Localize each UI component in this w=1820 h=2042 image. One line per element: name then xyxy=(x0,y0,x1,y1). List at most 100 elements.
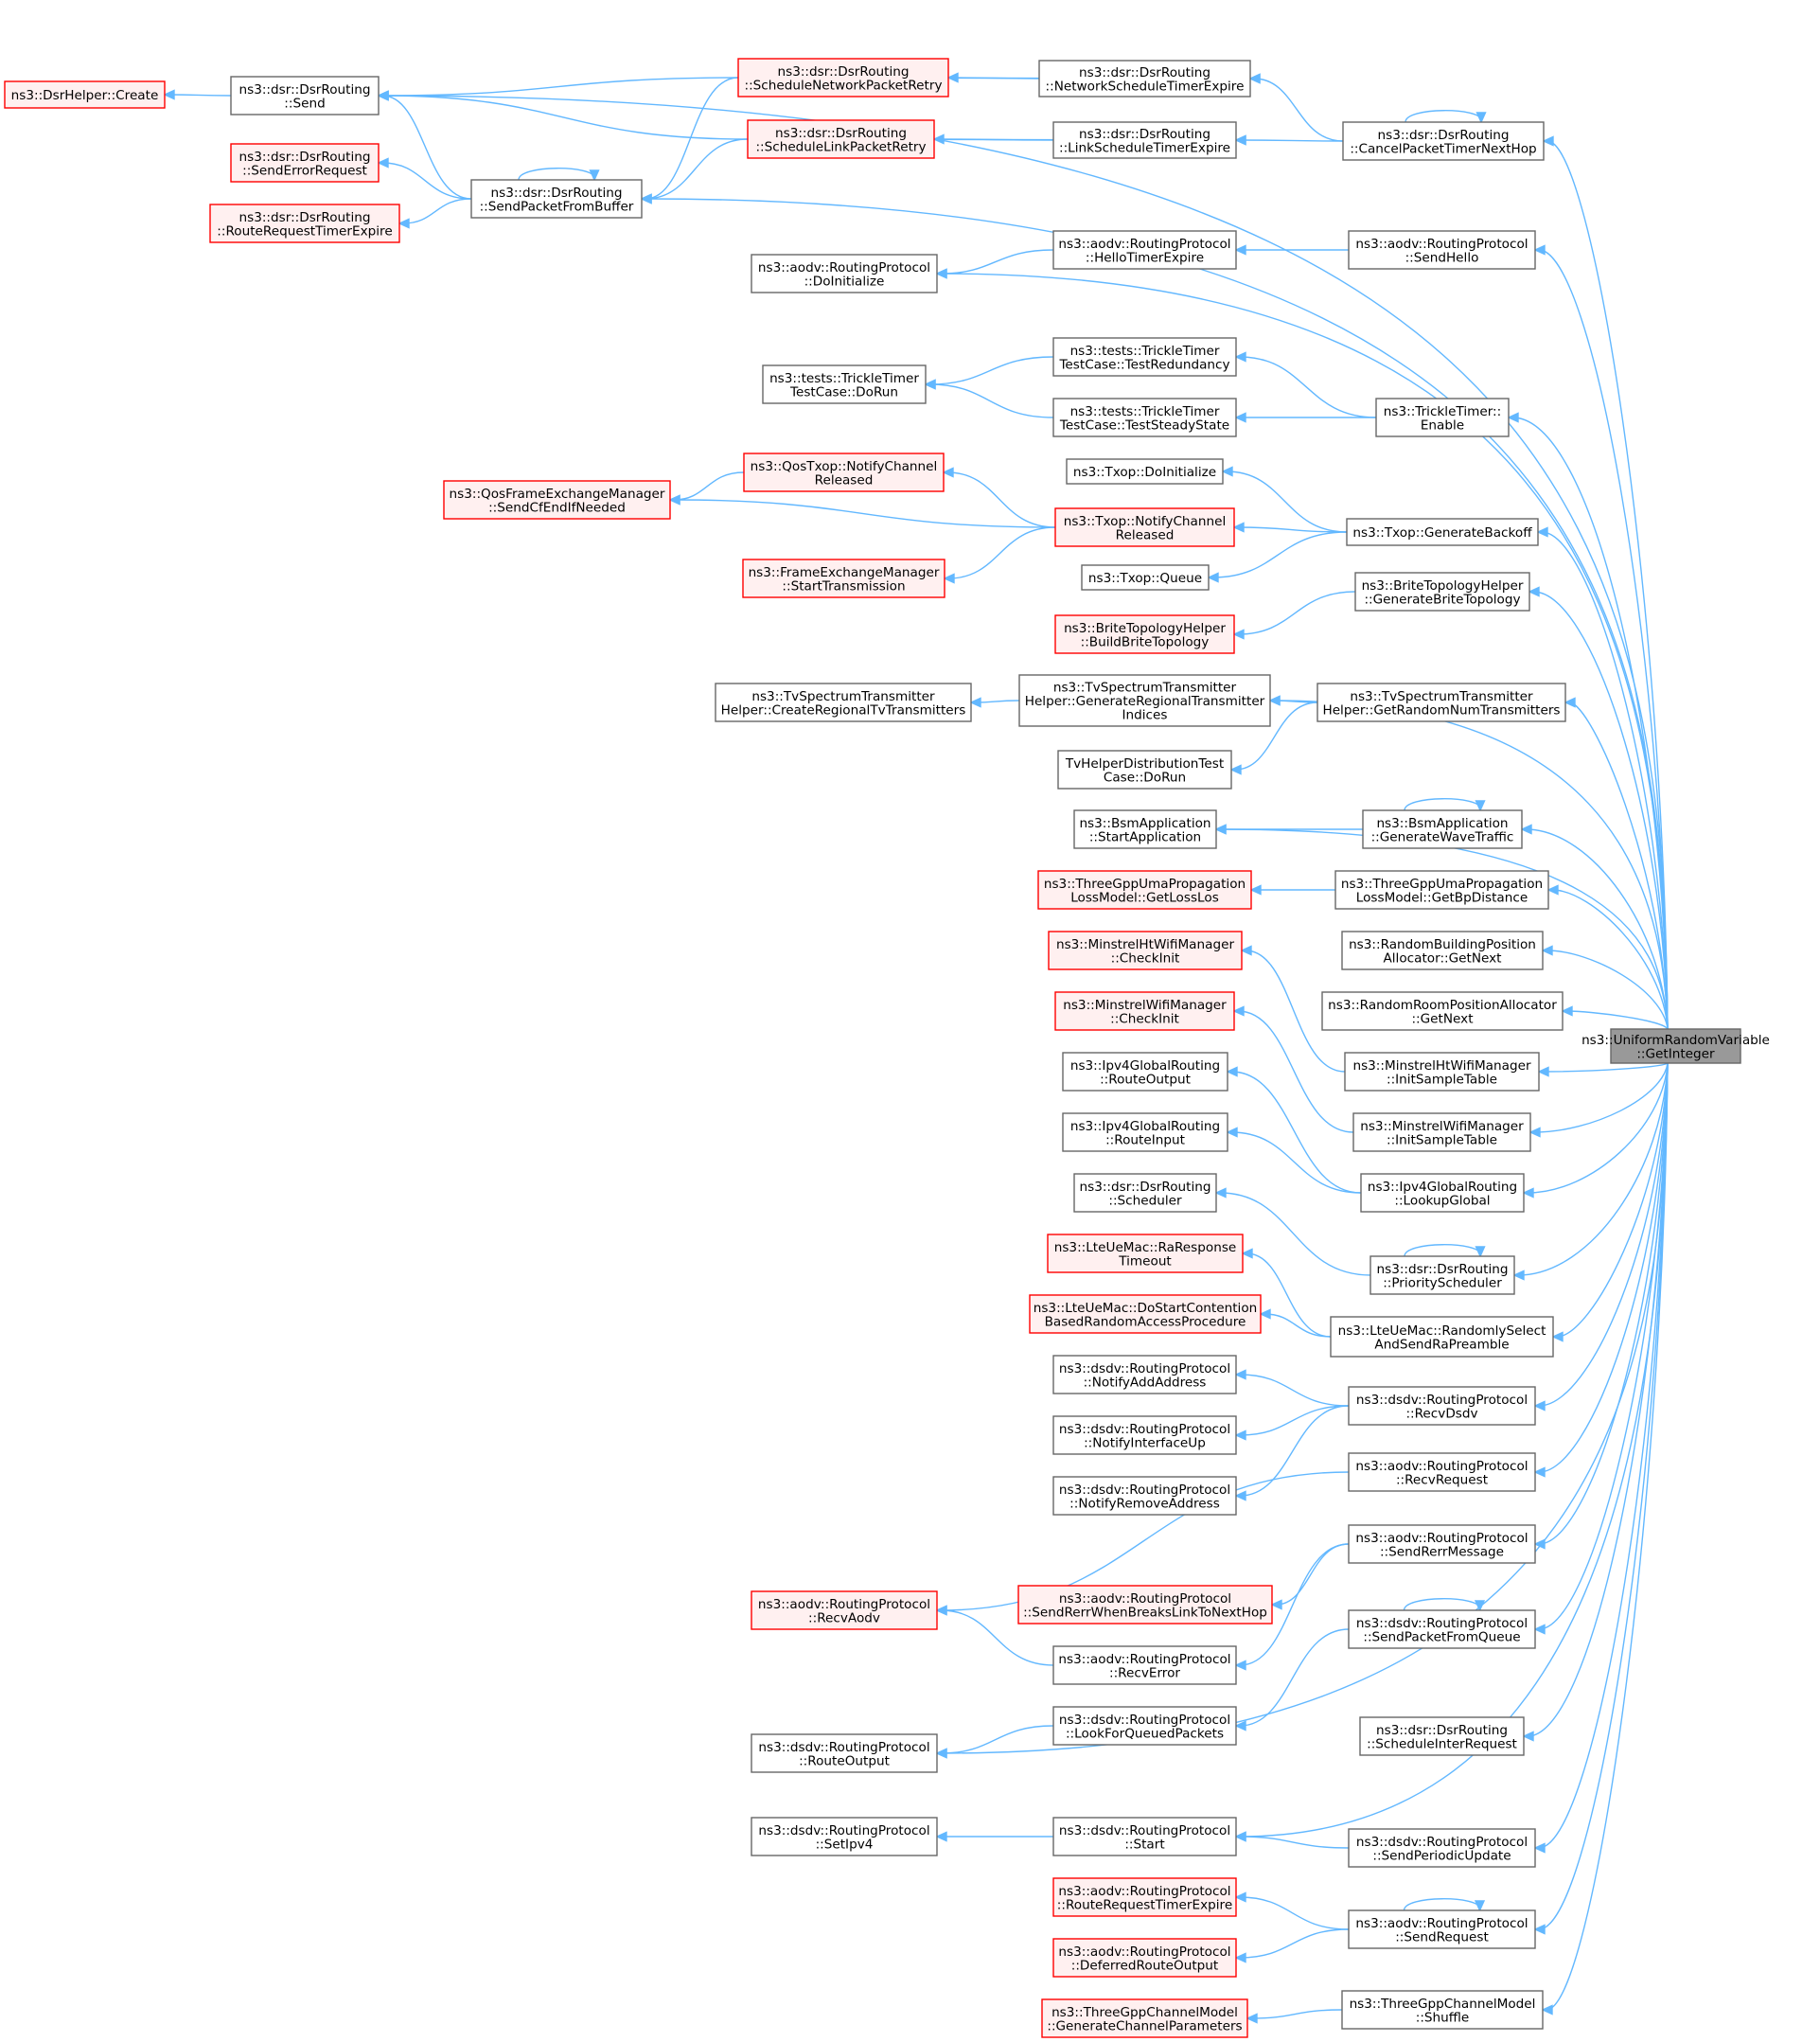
node-trickle-teststeadystate[interactable]: ns3::tests::TrickleTimerTestCase::TestSt… xyxy=(1052,398,1237,437)
node-dsdv-sendperiodicupdate[interactable]: ns3::dsdv::RoutingProtocol::SendPeriodic… xyxy=(1348,1828,1536,1868)
node-minstrel-initsampletable[interactable]: ns3::MinstrelWifiManager::InitSampleTabl… xyxy=(1352,1112,1531,1152)
node-aodv-hellotimerexpire[interactable]: ns3::aodv::RoutingProtocol::HelloTimerEx… xyxy=(1052,230,1237,270)
node-label: ns3::dsr::DsrRouting xyxy=(1079,65,1210,80)
node-bsm-generatewavetraffic[interactable]: ns3::BsmApplication::GenerateWaveTraffic xyxy=(1362,809,1523,849)
node-label: ns3::TvSpectrumTransmitter xyxy=(1350,689,1533,704)
node-minstrel-checkinit[interactable]: ns3::MinstrelWifiManager::CheckInit xyxy=(1054,991,1235,1031)
node-tv-generateregional[interactable]: ns3::TvSpectrumTransmitterHelper::Genera… xyxy=(1018,674,1271,727)
node-dsdv-recvdsdv[interactable]: ns3::dsdv::RoutingProtocol::RecvDsdv xyxy=(1348,1386,1536,1426)
node-tv-getrandomnum[interactable]: ns3::TvSpectrumTransmitterHelper::GetRan… xyxy=(1316,683,1566,722)
node-box xyxy=(751,254,938,293)
node-label: ns3::dsr::DsrRouting xyxy=(1376,1723,1508,1738)
node-dsr-scheduler[interactable]: ns3::dsr::DsrRouting::Scheduler xyxy=(1073,1173,1217,1213)
node-dsdv-notifyaddaddress[interactable]: ns3::dsdv::RoutingProtocol::NotifyAddAdd… xyxy=(1052,1355,1237,1394)
node-ipv4-lookupglobal[interactable]: ns3::Ipv4GlobalRouting::LookupGlobal xyxy=(1360,1173,1525,1213)
node-label: ns3::DsrHelper::Create xyxy=(11,88,159,103)
node-dsdv-sendpacketfromqueue[interactable]: ns3::dsdv::RoutingProtocol::SendPacketFr… xyxy=(1348,1609,1536,1649)
node-trickle-enable[interactable]: ns3::TrickleTimer::Enable xyxy=(1375,398,1510,437)
node-brite-generatebritetopology[interactable]: ns3::BriteTopologyHelper::GenerateBriteT… xyxy=(1354,572,1530,612)
node-box xyxy=(1348,1452,1536,1492)
node-randomroom-getnext[interactable]: ns3::RandomRoomPositionAllocator::GetNex… xyxy=(1321,991,1564,1031)
node-aodv-recvaodv[interactable]: ns3::aodv::RoutingProtocol::RecvAodv xyxy=(751,1590,938,1630)
node-trickle-testredundancy[interactable]: ns3::tests::TrickleTimerTestCase::TestRe… xyxy=(1052,337,1237,377)
node-dsr-scheduleinterrequest[interactable]: ns3::dsr::DsrRouting::ScheduleInterReque… xyxy=(1359,1716,1525,1756)
node-box xyxy=(1052,1355,1237,1394)
node-dsdv-routeoutput[interactable]: ns3::dsdv::RoutingProtocol::RouteOutput xyxy=(751,1733,938,1773)
node-aodv-sendrequest[interactable]: ns3::aodv::RoutingProtocol::SendRequest xyxy=(1348,1909,1536,1949)
node-minstrelht-initsampletable[interactable]: ns3::MinstrelHtWifiManager::InitSampleTa… xyxy=(1344,1052,1540,1092)
node-dsr-networkscheduletimerexpire[interactable]: ns3::dsr::DsrRouting::NetworkScheduleTim… xyxy=(1038,60,1251,98)
node-aodv-deferredrouteoutput[interactable]: ns3::aodv::RoutingProtocol::DeferredRout… xyxy=(1052,1938,1237,1978)
node-tv-createregional[interactable]: ns3::TvSpectrumTransmitterHelper::Create… xyxy=(715,683,972,722)
call-edge xyxy=(1234,1369,1350,1407)
node-randombuilding-getnext[interactable]: ns3::RandomBuildingPositionAllocator::Ge… xyxy=(1341,931,1544,970)
call-edge xyxy=(1404,1244,1486,1258)
node-aodv-sendrerrwhenbreaks[interactable]: ns3::aodv::RoutingProtocol::SendRerrWhen… xyxy=(1017,1585,1273,1625)
node-dsr-schedulelinkpacketretry[interactable]: ns3::dsr::DsrRouting::ScheduleLinkPacket… xyxy=(747,119,935,159)
node-dsr-priorityscheduler[interactable]: ns3::dsr::DsrRouting::PriorityScheduler xyxy=(1369,1255,1515,1295)
call-edge xyxy=(935,268,1669,1030)
node-label: ns3::TvSpectrumTransmitter xyxy=(751,689,935,704)
node-ipv4-routeinput[interactable]: ns3::Ipv4GlobalRouting::RouteInput xyxy=(1062,1112,1228,1152)
node-target[interactable]: ns3::UniformRandomVariable::GetInteger xyxy=(1581,1028,1770,1064)
node-dsdv-notifyinterfaceup[interactable]: ns3::dsdv::RoutingProtocol::NotifyInterf… xyxy=(1052,1415,1237,1455)
node-label: ::HelloTimerExpire xyxy=(1086,250,1204,265)
node-label: ::GetInteger xyxy=(1636,1046,1715,1061)
node-label: ns3::Ipv4GlobalRouting xyxy=(1368,1180,1517,1195)
node-bsm-startapplication[interactable]: ns3::BsmApplication::StartApplication xyxy=(1073,809,1217,849)
call-edge xyxy=(1241,1248,1332,1338)
node-ipv4-routeoutput[interactable]: ns3::Ipv4GlobalRouting::RouteOutput xyxy=(1062,1052,1228,1092)
node-frameexchange-starttransmission[interactable]: ns3::FrameExchangeManager::StartTransmis… xyxy=(742,559,945,598)
node-box xyxy=(1029,1294,1262,1334)
node-dsdv-notifyremoveaddress[interactable]: ns3::dsdv::RoutingProtocol::NotifyRemove… xyxy=(1052,1476,1237,1516)
node-label: ::Start xyxy=(1124,1837,1164,1852)
node-dsr-linkscheduletimerexpire[interactable]: ns3::dsr::DsrRouting::LinkScheduleTimerE… xyxy=(1052,121,1237,159)
node-brite-buildbritetopology[interactable]: ns3::BriteTopologyHelper::BuildBriteTopo… xyxy=(1054,614,1235,654)
call-edge xyxy=(1259,1308,1332,1338)
node-box xyxy=(1348,1386,1536,1426)
call-edge xyxy=(1533,1062,1669,1935)
node-dsr-routerequesttimerexpire[interactable]: ns3::dsr::DsrRouting::RouteRequestTimerE… xyxy=(209,204,400,243)
node-aodv-recvrequest[interactable]: ns3::aodv::RoutingProtocol::RecvRequest xyxy=(1348,1452,1536,1492)
node-box xyxy=(1321,991,1564,1031)
node-minstrelht-checkinit[interactable]: ns3::MinstrelHtWifiManager::CheckInit xyxy=(1048,931,1243,970)
call-edge xyxy=(1542,135,1669,1030)
node-dsr-schedulenetworkpacketretry[interactable]: ns3::dsr::DsrRouting::ScheduleNetworkPac… xyxy=(737,58,949,98)
node-txop-queue[interactable]: ns3::Txop::Queue xyxy=(1081,564,1210,591)
node-uma-getbpdistance[interactable]: ns3::ThreeGppUmaPropagationLossModel::Ge… xyxy=(1334,870,1549,910)
node-label: Helper::GetRandomNumTransmitters xyxy=(1322,702,1560,718)
node-dsr-senderrorrequest[interactable]: ns3::dsr::DsrRouting::SendErrorRequest xyxy=(230,143,380,183)
node-label: ns3::Txop::NotifyChannel xyxy=(1064,514,1227,529)
node-label: ns3::BriteTopologyHelper xyxy=(1362,578,1524,594)
node-label: ::RecvRequest xyxy=(1396,1472,1488,1487)
node-dsdv-start[interactable]: ns3::dsdv::RoutingProtocol::Start xyxy=(1052,1817,1237,1856)
node-label: ::GenerateWaveTraffic xyxy=(1371,829,1514,844)
node-dsdv-setipv4[interactable]: ns3::dsdv::RoutingProtocol::SetIpv4 xyxy=(751,1817,938,1856)
node-threegpp-generatechannelparameters[interactable]: ns3::ThreeGppChannelModel::GenerateChann… xyxy=(1041,1998,1248,2038)
call-edge xyxy=(942,467,1056,528)
node-lte-randomlyselect[interactable]: ns3::LteUeMac::RandomlySelectAndSendRaPr… xyxy=(1330,1316,1554,1358)
node-dsr-sendpacketfrombuffer[interactable]: ns3::dsr::DsrRouting::SendPacketFromBuff… xyxy=(470,179,643,219)
node-label: ns3::Ipv4GlobalRouting xyxy=(1070,1119,1220,1134)
node-qosframe-sendcfendifneeded[interactable]: ns3::QosFrameExchangeManager::SendCfEndI… xyxy=(443,480,671,520)
node-aodv-doinitialize[interactable]: ns3::aodv::RoutingProtocol::DoInitialize xyxy=(751,254,938,293)
node-dsr-cancelpackettimernexthop[interactable]: ns3::dsr::DsrRouting::CancelPacketTimerN… xyxy=(1342,121,1545,161)
node-threegpp-shuffle[interactable]: ns3::ThreeGppChannelModel::Shuffle xyxy=(1341,1990,1544,2030)
node-lte-dostartcontention[interactable]: ns3::LteUeMac::DoStartContentionBasedRan… xyxy=(1029,1294,1262,1334)
node-aodv-routerequesttimerexpire[interactable]: ns3::aodv::RoutingProtocol::RouteRequest… xyxy=(1052,1877,1237,1917)
node-aodv-recverror[interactable]: ns3::aodv::RoutingProtocol::RecvError xyxy=(1052,1645,1237,1685)
node-aodv-sendhello[interactable]: ns3::aodv::RoutingProtocol::SendHello xyxy=(1348,230,1536,270)
node-dsdv-lookforqueuedpackets[interactable]: ns3::dsdv::RoutingProtocol::LookForQueue… xyxy=(1052,1706,1237,1746)
node-txop-doinitialize[interactable]: ns3::Txop::DoInitialize xyxy=(1066,458,1224,485)
node-dsrhelper-create[interactable]: ns3::DsrHelper::Create xyxy=(4,80,166,109)
node-txop-generatebackoff[interactable]: ns3::Txop::GenerateBackoff xyxy=(1346,518,1539,546)
node-aodv-sendrerrmessage[interactable]: ns3::aodv::RoutingProtocol::SendRerrMess… xyxy=(1348,1524,1536,1564)
node-dsr-send[interactable]: ns3::dsr::DsrRouting::Send xyxy=(230,76,380,115)
node-label: ::ScheduleInterRequest xyxy=(1367,1736,1517,1751)
node-uma-getlosslos[interactable]: ns3::ThreeGppUmaPropagationLossModel::Ge… xyxy=(1037,870,1252,910)
